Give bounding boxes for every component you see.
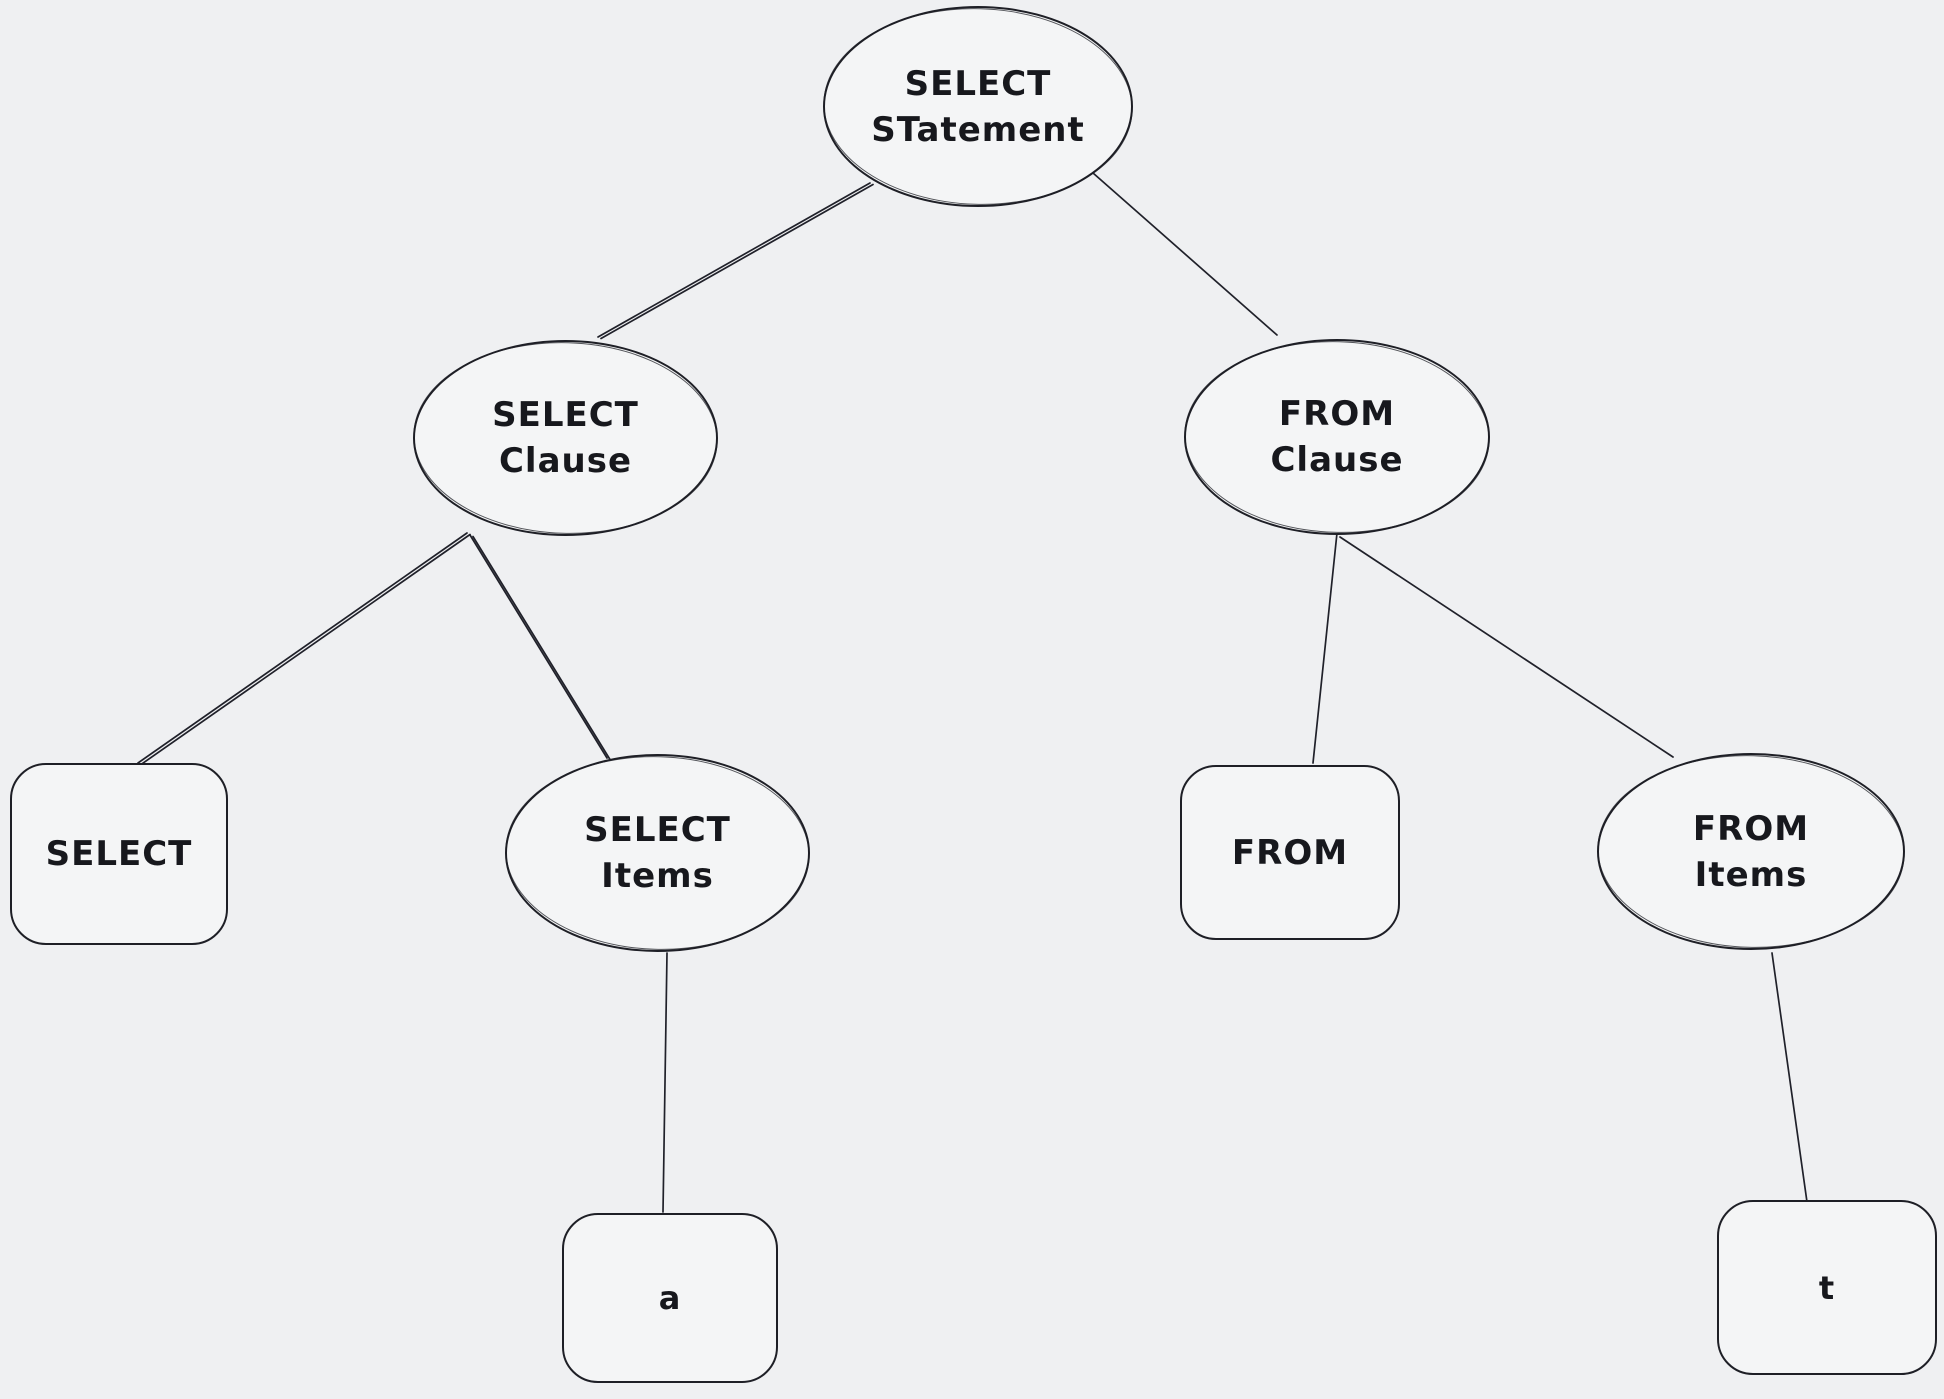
edge-select-items-to-item-a bbox=[662, 952, 668, 1213]
edge-from-items-to-table-t bbox=[1771, 952, 1808, 1203]
edge-select-clause-to-select-items bbox=[469, 534, 608, 759]
node-label: SELECT bbox=[45, 834, 193, 874]
node-label: FROM bbox=[1278, 394, 1396, 434]
edge-select-clause-to-select-keyword bbox=[137, 532, 468, 764]
edge-select-clause-to-select-items bbox=[472, 535, 611, 761]
node-select-statement: SELECT STatement bbox=[823, 6, 1133, 207]
node-from-clause: FROM Clause bbox=[1184, 339, 1490, 535]
node-from-keyword: FROM bbox=[1180, 765, 1400, 940]
node-label: FROM bbox=[1231, 832, 1349, 873]
node-table-t: t bbox=[1717, 1200, 1937, 1375]
edge-from-clause-to-from-items bbox=[1339, 536, 1674, 758]
node-label: FROM bbox=[1692, 808, 1810, 849]
node-select-keyword: SELECT bbox=[10, 763, 228, 945]
node-label: Items bbox=[1694, 854, 1808, 895]
node-label: a bbox=[658, 1279, 682, 1317]
node-label: Items bbox=[601, 856, 714, 896]
node-select-clause: SELECT Clause bbox=[413, 340, 718, 536]
node-item-a: a bbox=[562, 1213, 778, 1383]
node-label: Clause bbox=[1270, 440, 1404, 480]
edge-select-clause-to-select-keyword bbox=[140, 533, 471, 766]
node-label: t bbox=[1818, 1268, 1836, 1307]
node-select-items: SELECT Items bbox=[505, 754, 810, 952]
node-label: SELECT bbox=[904, 63, 1052, 104]
node-label: STatement bbox=[871, 109, 1085, 150]
edge-from-clause-to-from-keyword bbox=[1312, 532, 1338, 764]
node-label: SELECT bbox=[492, 395, 639, 435]
node-label: SELECT bbox=[584, 810, 731, 850]
edge-select-statement-to-select-clause bbox=[597, 182, 871, 338]
node-from-items: FROM Items bbox=[1597, 753, 1905, 950]
edge-select-statement-to-from-clause bbox=[1092, 172, 1278, 336]
edge-select-statement-to-select-clause bbox=[600, 183, 874, 340]
node-label: Clause bbox=[498, 441, 633, 481]
